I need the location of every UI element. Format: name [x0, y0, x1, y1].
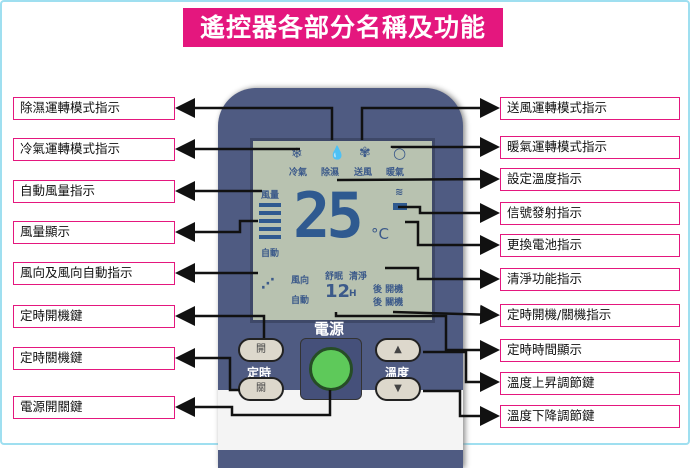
label-timer-indicator: 定時開機/關機指示: [500, 304, 680, 327]
mode-dry: 除濕: [321, 168, 340, 178]
swing-auto: 自動: [291, 296, 310, 306]
drop-icon: 💧: [329, 146, 346, 161]
label-cool-mode: 冷氣運轉模式指示: [13, 138, 175, 161]
label-timer-on-key: 定時開機鍵: [13, 305, 175, 328]
temp-unit: °C: [371, 225, 389, 243]
swing-icon: ⋰: [261, 276, 275, 292]
temp-up-button[interactable]: ▲: [375, 338, 421, 362]
label-fan-speed: 風量顯示: [13, 221, 175, 244]
mode-cool: 冷氣: [289, 168, 308, 178]
timer-off-button[interactable]: 關: [238, 377, 284, 401]
label-dry-mode: 除濕運轉模式指示: [13, 97, 175, 120]
timer-unit: H: [349, 289, 357, 299]
temp-down-button[interactable]: ▼: [375, 377, 421, 401]
label-temp-up: 溫度上昇調節鍵: [500, 372, 680, 395]
fan-label: 風量: [261, 191, 280, 201]
page-title: 遙控器各部分名稱及功能: [183, 8, 503, 47]
power-label: 電源: [314, 320, 345, 338]
fan-auto: 自動: [261, 249, 280, 259]
fan-icon: ✾: [359, 145, 371, 161]
clean-label: 清淨: [349, 272, 368, 282]
label-temp-down: 溫度下降調節鍵: [500, 405, 680, 428]
label-set-temp: 設定溫度指示: [500, 168, 680, 191]
label-auto-fan: 自動風量指示: [13, 180, 175, 203]
sleep-label: 舒眠: [325, 272, 344, 282]
label-power-key: 電源開關鍵: [13, 396, 175, 419]
mode-heat: 暖氣: [386, 168, 405, 178]
swing-label: 風向: [291, 276, 310, 286]
label-timer-display: 定時時間顯示: [500, 339, 680, 362]
label-battery: 更換電池指示: [500, 234, 680, 257]
temperature: 25: [293, 179, 364, 252]
timer-value: 12: [325, 281, 351, 302]
label-signal: 信號發射指示: [500, 202, 680, 225]
timer-label: 定時: [247, 366, 272, 380]
timer-off: 後 關機: [373, 298, 404, 308]
snowflake-icon: ❄: [291, 146, 303, 162]
sun-icon: ○: [393, 144, 407, 162]
signal-icon: ≋: [395, 187, 404, 198]
temp-label: 溫度: [385, 366, 410, 380]
label-swing: 風向及風向自動指示: [13, 262, 175, 285]
power-button[interactable]: [309, 347, 353, 391]
lcd-display: ❄ 💧 ✾ ○ 冷氣 除濕 送風 暖氣 風量 自動 25 °C ≋ ⋰ 風向 自…: [250, 138, 435, 323]
label-fan-mode: 送風運轉模式指示: [500, 97, 680, 120]
fan-bars: [259, 203, 281, 243]
timer-on-button[interactable]: 開: [238, 338, 284, 362]
mode-fan: 送風: [354, 168, 373, 178]
timer-on: 後 開機: [373, 285, 404, 295]
connector-lines: [175, 98, 500, 426]
label-clean: 清淨功能指示: [500, 268, 680, 291]
label-heat-mode: 暖氣運轉模式指示: [500, 136, 680, 159]
label-timer-off-key: 定時關機鍵: [13, 347, 175, 370]
